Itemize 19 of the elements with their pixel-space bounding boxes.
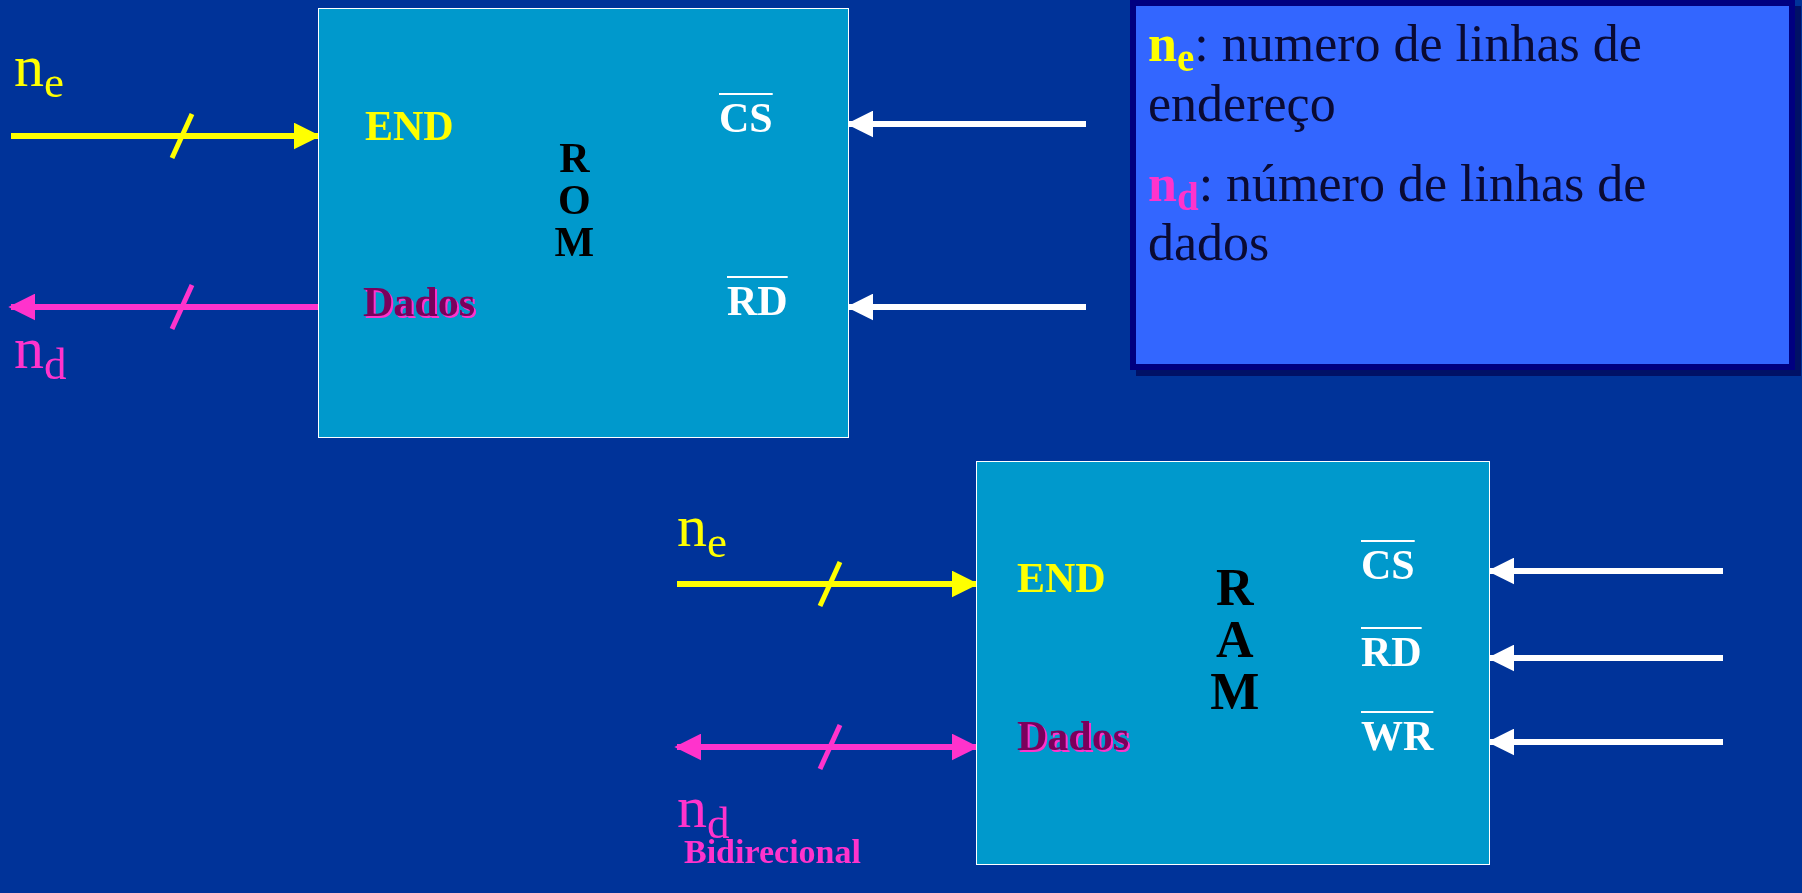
pin-label: Dados	[363, 281, 476, 323]
memory-chip-box	[976, 461, 1490, 865]
signal-label: n$_{d}$	[14, 318, 67, 378]
pin-label: Dados	[1017, 715, 1130, 757]
pin-label: RD	[727, 280, 788, 322]
pin-label: END	[365, 105, 454, 147]
chip-name: R A M	[1209, 562, 1261, 718]
definition-text: n$_{d}$: número de linhas de dados	[1148, 153, 1648, 274]
memory-chip-box	[318, 8, 849, 438]
signal-label: n$_{e}$	[14, 36, 64, 96]
chip-name: R O M	[553, 137, 596, 263]
pin-label: WR	[1361, 715, 1434, 757]
arrow	[8, 293, 318, 321]
pin-label: RD	[1361, 631, 1422, 673]
definition-text: n$_{e}$: numero de linhas de endereço	[1148, 14, 1643, 134]
pin-label: END	[1017, 557, 1106, 599]
pin-label: CS	[719, 97, 773, 139]
signal-label: n$_{e}$	[677, 496, 727, 556]
pin-label: CS	[1361, 544, 1415, 586]
